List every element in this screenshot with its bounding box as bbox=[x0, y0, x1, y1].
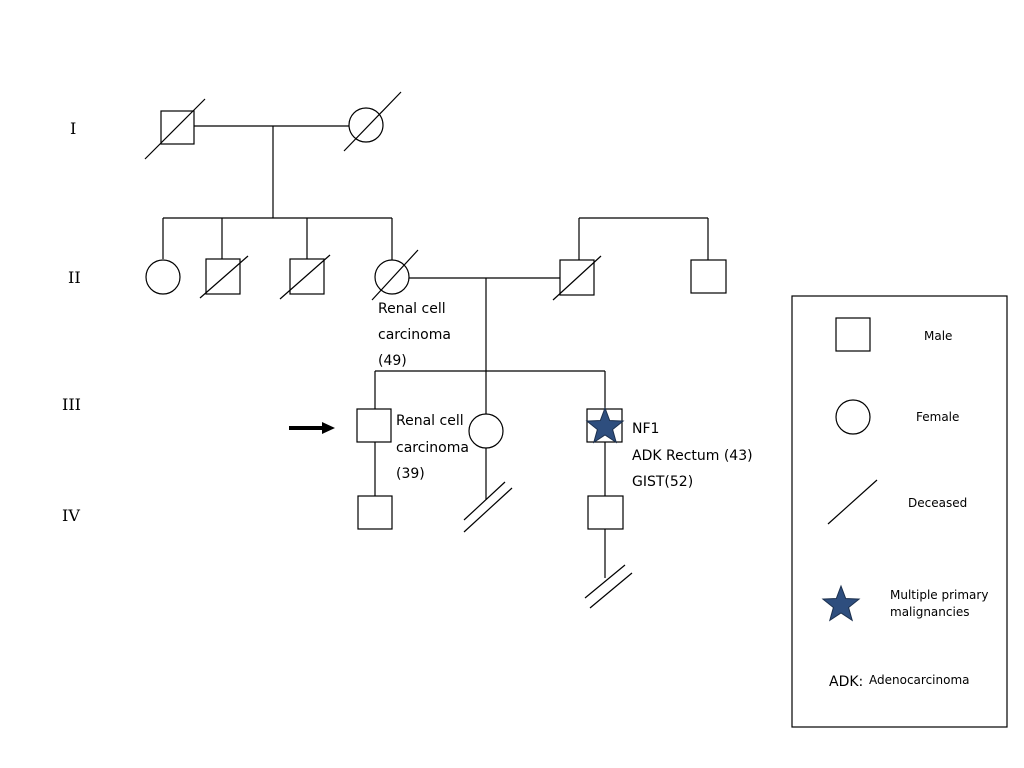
mother-age: (49) bbox=[378, 353, 407, 369]
legend-deceased-label: Deceased bbox=[908, 496, 967, 510]
gen2-mother-deceased bbox=[371, 249, 419, 301]
no-offspring-mark bbox=[463, 481, 506, 521]
generation-label-i: I bbox=[70, 119, 76, 138]
legend-abbr-key: ADK: bbox=[829, 674, 863, 690]
sibling-condition-gist: GIST(52) bbox=[632, 474, 693, 490]
legend-box bbox=[791, 295, 1008, 728]
legend-star-icon bbox=[821, 584, 861, 622]
mother-condition-line1: Renal cell bbox=[378, 301, 446, 317]
proband-male bbox=[356, 408, 392, 443]
gen1-male-deceased bbox=[144, 98, 206, 160]
proband-condition-line2: carcinoma bbox=[396, 440, 469, 456]
mother-condition-line2: carcinoma bbox=[378, 327, 451, 343]
generation-label-iii: III bbox=[62, 395, 81, 414]
gen2-male-uncle bbox=[690, 259, 727, 294]
generation-label-iv: IV bbox=[62, 506, 80, 525]
legend-deceased-icon bbox=[827, 479, 878, 525]
legend-multiple-label-line1: Multiple primary bbox=[890, 588, 988, 602]
legend-multiple-label-line2: malignancies bbox=[890, 605, 969, 619]
gen2-female bbox=[145, 259, 181, 295]
gen3-female bbox=[468, 413, 504, 449]
gen3-male-affected bbox=[585, 406, 625, 444]
legend-male-label: Male bbox=[924, 329, 952, 343]
proband-age: (39) bbox=[396, 466, 425, 482]
gen2-father-deceased bbox=[552, 255, 602, 301]
legend-abbr-value: Adenocarcinoma bbox=[869, 673, 970, 687]
no-offspring-mark bbox=[589, 572, 633, 609]
no-offspring-mark bbox=[584, 564, 626, 599]
sibling-condition-adk: ADK Rectum (43) bbox=[632, 448, 753, 464]
legend-male-icon bbox=[835, 317, 871, 352]
gen2-male-deceased bbox=[279, 254, 331, 300]
multiple-malignancies-star-icon bbox=[585, 406, 625, 444]
gen4-male bbox=[357, 495, 393, 530]
no-offspring-mark bbox=[463, 487, 513, 533]
legend-female-label: Female bbox=[916, 410, 959, 424]
proband-arrow bbox=[289, 422, 335, 434]
generation-label-ii: II bbox=[68, 268, 81, 287]
gen1-female-deceased bbox=[343, 91, 402, 152]
legend-female-icon bbox=[835, 399, 871, 435]
legend: Male Female Deceased Multiple primary ma… bbox=[791, 295, 1008, 728]
sibling-condition-nf1: NF1 bbox=[632, 421, 659, 437]
gen4-male bbox=[587, 495, 624, 530]
proband-condition-line1: Renal cell bbox=[396, 413, 464, 429]
gen2-male-deceased bbox=[199, 255, 249, 299]
